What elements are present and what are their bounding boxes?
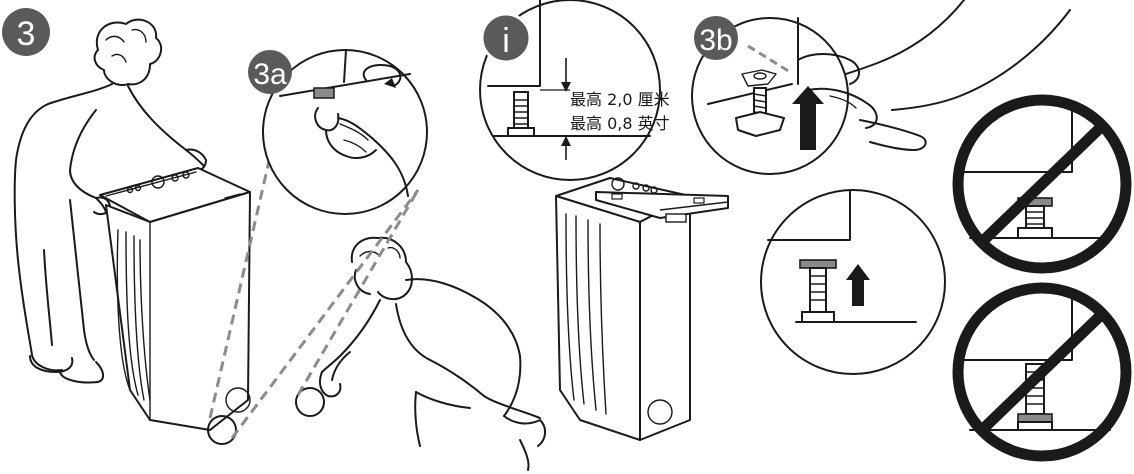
step-3-label: 3 [17,15,36,53]
step-3-badge: 3 [2,8,50,56]
detail-3b-label: 3b [699,24,732,57]
prohibited-example-1 [958,100,1126,268]
info-detail: 最高 2,0 厘米 最高 0,8 英寸 i [480,0,670,180]
info-icon: i [502,22,510,60]
correct-adjustment-detail [761,190,945,374]
prohibited-example-2 [958,288,1126,456]
detail-3a-label: 3a [253,58,287,91]
spec-line-1: 最高 2,0 厘米 [570,90,670,109]
kneeling-person-figure [320,238,545,470]
washing-machine-center [556,178,728,440]
spec-line-2: 最高 0,8 英寸 [570,114,670,133]
washing-machine-left [100,168,324,444]
